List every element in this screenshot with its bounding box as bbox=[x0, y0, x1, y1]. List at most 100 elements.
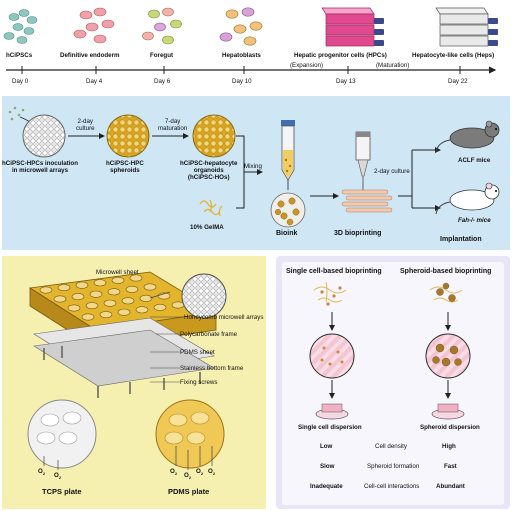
stage-name: Hepatocyte-like cells (Heps) bbox=[412, 52, 495, 59]
device-label: Stainless bottom frame bbox=[180, 365, 244, 372]
maturation-label: 7-day maturation bbox=[158, 118, 188, 133]
organoid-array-icon bbox=[192, 114, 236, 158]
foregut-cells-icon bbox=[142, 7, 182, 45]
comparison-drawing bbox=[309, 281, 471, 420]
single-cell-fiber-icon bbox=[313, 281, 347, 303]
microwell bbox=[153, 303, 167, 311]
stage-day: Day 10 bbox=[232, 78, 252, 85]
single-dish-icon bbox=[315, 403, 349, 420]
single-title: Single cell-based bioprinting bbox=[286, 268, 382, 275]
step3-label: hCiPSC-hepatocyte organoids (hCiPSC-HOs) bbox=[180, 160, 238, 182]
spheroid-caption: Spheroid dispersion bbox=[420, 424, 480, 431]
comparison-panel-inner bbox=[282, 262, 504, 505]
implantation-label: Implantation bbox=[440, 236, 482, 243]
gelma-icon bbox=[199, 199, 223, 217]
stage-day: Day 4 bbox=[86, 78, 103, 85]
aclf-mouse-icon bbox=[435, 120, 500, 153]
microwell bbox=[99, 311, 113, 319]
fah-label: Fah-/- mice bbox=[458, 217, 491, 224]
microwell bbox=[139, 294, 153, 302]
microwell bbox=[57, 284, 71, 292]
step2-label: hCiPSC-HPC spheroids bbox=[106, 160, 144, 175]
wells bbox=[39, 274, 185, 321]
bioprinting-label: 3D bioprinting bbox=[334, 230, 382, 237]
microwell bbox=[143, 283, 157, 291]
device-label-leaders bbox=[150, 316, 184, 383]
microwell bbox=[85, 302, 99, 310]
mixing-label: Mixing bbox=[244, 163, 262, 170]
stage-name: Definitive endoderm bbox=[60, 52, 120, 59]
flask-stack-pink-icon bbox=[321, 7, 384, 47]
aclf-label: ACLF mice bbox=[458, 157, 491, 164]
bioprinter-nozzle-icon bbox=[355, 131, 371, 190]
device-label: Fixing screws bbox=[180, 379, 218, 386]
o2-arrows bbox=[43, 446, 213, 470]
spheroid-dish-icon bbox=[431, 403, 465, 420]
device-drawing bbox=[27, 271, 227, 470]
row-left: Slow bbox=[320, 463, 335, 470]
stage-name: hCiPSCs bbox=[6, 52, 33, 59]
stage-name: Foregut bbox=[150, 52, 174, 59]
workflow-panel bbox=[2, 96, 510, 250]
honeycomb-zoom-icon bbox=[181, 273, 227, 319]
stage-day: Day 13 bbox=[336, 78, 356, 85]
row-right: High bbox=[442, 443, 456, 450]
o2-label: O2 bbox=[54, 472, 62, 481]
microwell bbox=[39, 286, 53, 294]
device-label: Honeycomb microwell arrays bbox=[184, 314, 264, 321]
device-label: Polycarbonate frame bbox=[180, 331, 238, 338]
stage-name: Hepatoblasts bbox=[222, 52, 261, 59]
microwell bbox=[111, 276, 125, 284]
seeding-dots bbox=[8, 106, 25, 121]
microwell bbox=[67, 304, 81, 312]
microwell bbox=[89, 290, 103, 298]
printed-scaffold-icon bbox=[341, 189, 393, 213]
microwell bbox=[75, 281, 89, 289]
gelma-label: 10% GelMA bbox=[190, 224, 224, 231]
timeline-ticks bbox=[21, 66, 461, 74]
culture1-label: 2-day culture bbox=[76, 118, 95, 133]
microwell bbox=[93, 279, 107, 287]
spheroid-fiber-icon bbox=[429, 286, 463, 303]
microwell-array-icon bbox=[22, 114, 66, 158]
o2-label: O2 bbox=[170, 468, 178, 477]
bioink-tube-icon bbox=[281, 120, 295, 181]
tcps-label: TCPS plate bbox=[42, 487, 82, 496]
step1-label: hCiPSC-HPCs inoculation in microwell arr… bbox=[2, 160, 78, 175]
stage-name: Hepatic progenitor cells (HPCs) bbox=[294, 52, 387, 59]
microwell bbox=[71, 293, 85, 301]
row-left: Low bbox=[320, 443, 333, 450]
row-left: Inadequate bbox=[310, 483, 343, 490]
bioink-label: Bioink bbox=[276, 230, 298, 237]
stage-day: Day 0 bbox=[12, 78, 29, 85]
single-cell-zoom-icon bbox=[309, 333, 355, 379]
o2-label: O2 bbox=[184, 472, 192, 481]
row-right: Abundant bbox=[436, 483, 465, 490]
workflow-drawing bbox=[8, 106, 500, 228]
device-label: Microwell sheet bbox=[96, 269, 139, 276]
pdms-label: PDMS plate bbox=[168, 487, 210, 496]
flask-stack-grey-icon bbox=[435, 7, 498, 47]
row-right: Fast bbox=[444, 463, 457, 470]
microwell bbox=[135, 306, 149, 314]
ipsc-cells-icon bbox=[3, 9, 38, 44]
screws-icon bbox=[43, 346, 201, 398]
microwell bbox=[81, 313, 95, 321]
row-metric: Spheroid formation bbox=[367, 463, 420, 470]
o2-label: O2 bbox=[196, 468, 204, 477]
phase-maturation: (Maturation) bbox=[376, 62, 410, 69]
row-metric: Cell-cell interactions bbox=[364, 483, 420, 490]
phase-expansion: (Expansion) bbox=[290, 62, 324, 69]
bottom-frame-icon bbox=[33, 329, 215, 387]
microwell bbox=[125, 285, 139, 293]
spheroid-array-icon bbox=[106, 114, 150, 158]
stage-day: Day 22 bbox=[448, 78, 468, 85]
microwell bbox=[129, 274, 143, 282]
microwell bbox=[117, 308, 131, 316]
hepatoblast-cells-icon bbox=[219, 7, 263, 46]
endoderm-cells-icon bbox=[73, 7, 115, 44]
microwell bbox=[107, 288, 121, 296]
device-label: PDMS sheet bbox=[180, 349, 215, 356]
timeline bbox=[3, 7, 498, 74]
